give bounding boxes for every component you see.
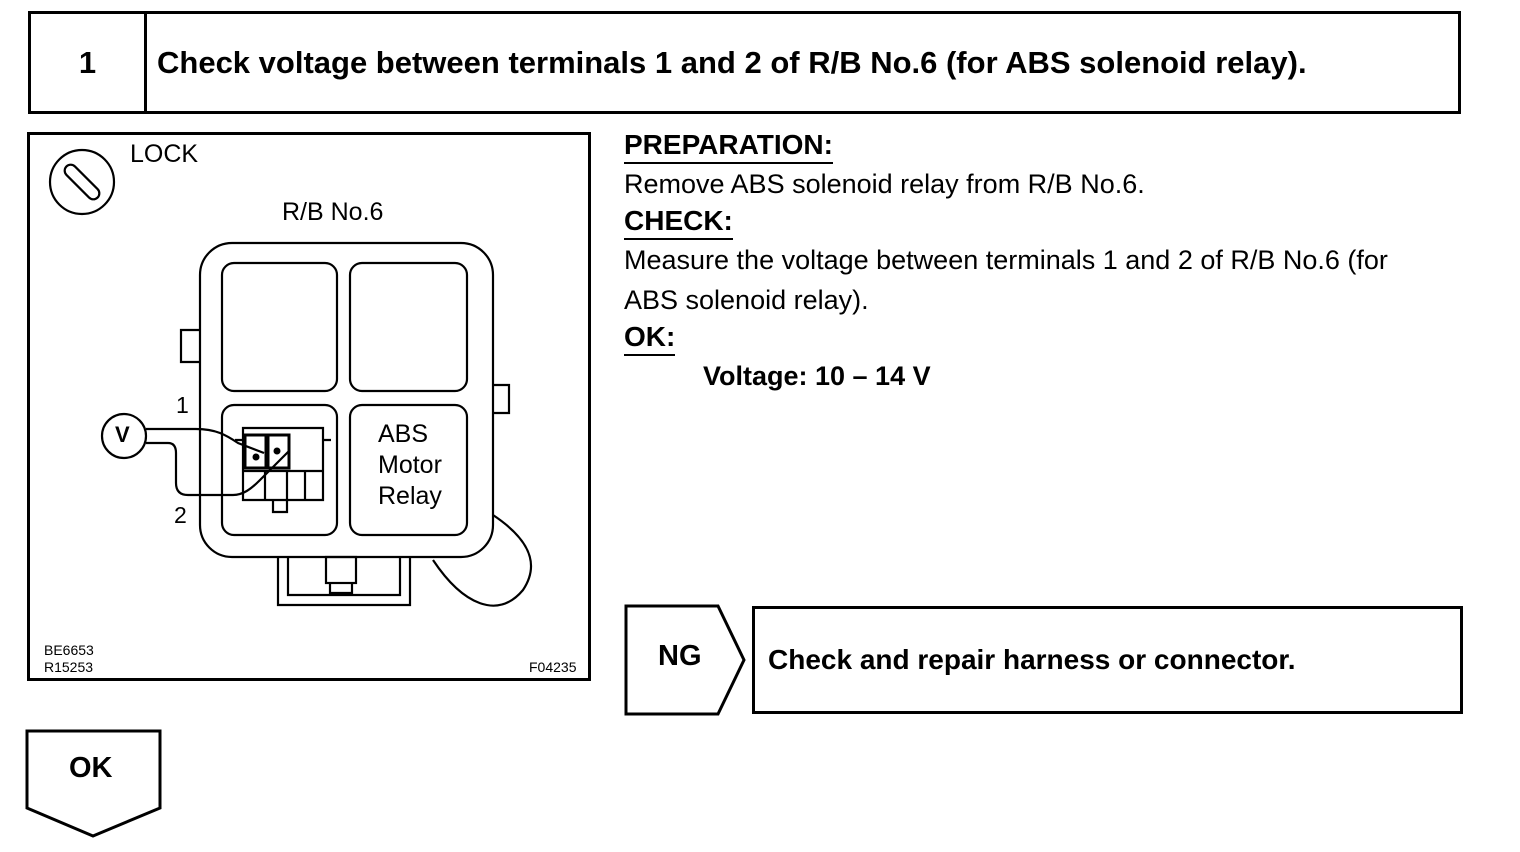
instructions: PREPARATION: Remove ABS solenoid relay f… xyxy=(624,128,1484,396)
ng-action-text: Check and repair harness or connector. xyxy=(768,644,1296,675)
voltmeter-icon: V xyxy=(115,422,130,447)
ok-heading: OK: xyxy=(624,320,676,356)
preparation-heading: PREPARATION: xyxy=(624,128,833,164)
ng-action-box: Check and repair harness or connector. xyxy=(752,606,1463,714)
relay-label-line-2: Motor xyxy=(378,451,442,479)
relay-label-line-3: Relay xyxy=(378,482,442,510)
ok-value: Voltage: 10 – 14 V xyxy=(703,361,931,391)
terminal-1-label: 1 xyxy=(176,392,189,418)
relay-block-illustration: LOCK R/B No.6 1 2 V ABS Motor Relay BE66… xyxy=(27,132,591,681)
rb-label: R/B No.6 xyxy=(282,198,384,226)
ng-arrow-icon xyxy=(624,604,746,716)
preparation-text: Remove ABS solenoid relay from R/B No.6. xyxy=(624,169,1145,199)
lock-icon xyxy=(48,148,116,216)
step-title: Check voltage between terminals 1 and 2 … xyxy=(157,45,1307,80)
check-text-line-1: Measure the voltage between terminals 1 … xyxy=(624,245,1388,275)
figure-code-3: F04235 xyxy=(529,659,577,675)
step-number: 1 xyxy=(31,14,147,111)
check-text-line-2: ABS solenoid relay). xyxy=(624,285,869,315)
ok-down-arrow-icon xyxy=(25,729,162,838)
figure-code-1: BE6653 xyxy=(44,642,94,658)
relay-label-line-1: ABS xyxy=(378,420,429,448)
ok-label: OK xyxy=(69,752,113,784)
figure-code-2: R15253 xyxy=(44,659,94,675)
check-heading: CHECK: xyxy=(624,204,733,240)
step-header: 1 Check voltage between terminals 1 and … xyxy=(28,11,1461,114)
terminal-2-label: 2 xyxy=(174,502,187,528)
lock-label: LOCK xyxy=(130,140,199,168)
relay-block-drawing xyxy=(48,148,533,607)
relay-label: ABS Motor Relay xyxy=(378,419,442,512)
ng-label: NG xyxy=(658,640,702,672)
